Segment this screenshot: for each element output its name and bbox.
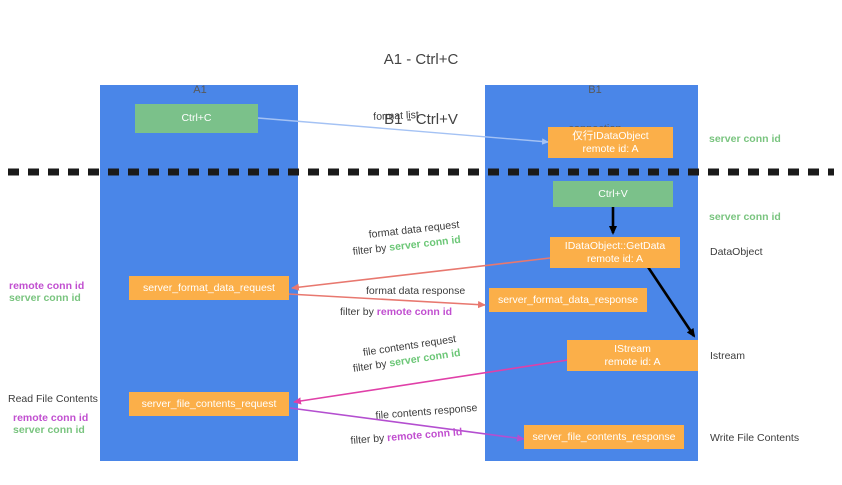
filter-prefix: filter by: [352, 241, 391, 258]
note-server-conn-id-lower: server conn id: [13, 424, 85, 436]
note-remote-conn-id-lower: remote conn id: [13, 412, 89, 424]
note-remote-conn-id-upper: remote conn id: [9, 280, 85, 292]
edge-label-format-data-response-text: format data response: [366, 285, 466, 297]
column-a1-name: A1: [193, 84, 207, 96]
filter-key-remote-conn-id: remote conn id: [386, 426, 463, 445]
box-server-format-data-response[interactable]: server_format_data_response: [489, 288, 647, 312]
box-server-file-contents-response[interactable]: server_file_contents_response: [524, 425, 684, 449]
note-read-file-contents: Read File Contents: [8, 393, 98, 405]
filter-prefix: filter by: [350, 432, 388, 447]
edge-label-file-contents-response-text: file contents response: [375, 401, 478, 422]
box-istream[interactable]: IStream remote id: A: [567, 340, 698, 371]
edge-label-format-list: format list: [373, 109, 420, 123]
box-server-format-data-request[interactable]: server_format_data_request: [129, 276, 289, 300]
box-server-file-contents-request[interactable]: server_file_contents_request: [129, 392, 289, 416]
note-dataobject: DataObject: [710, 246, 763, 258]
note-istream: Istream: [710, 350, 746, 362]
note-server-conn-id-upper: server conn id: [9, 292, 81, 304]
filter-prefix: filter by: [340, 306, 377, 318]
box-ctrl-c[interactable]: Ctrl+C: [135, 104, 258, 133]
filter-prefix: filter by: [352, 357, 391, 375]
title-line-1: A1 - Ctrl+C: [383, 51, 459, 68]
edge-label-format-data-response: format data response: [366, 284, 465, 298]
filter-key-remote-conn-id: remote conn id: [376, 306, 453, 318]
box-ctrl-v[interactable]: Ctrl+V: [553, 181, 673, 207]
note-write-file-contents: Write File Contents: [710, 432, 800, 444]
box-idataobject[interactable]: 仅行IDataObject remote id: A: [548, 127, 673, 158]
edge-label-file-contents-response-filter: filter by remote conn id: [350, 425, 463, 448]
note-server-conn-id-top: server conn id: [709, 133, 781, 145]
box-idataobject-getdata[interactable]: IDataObject::GetData remote id: A: [550, 237, 680, 268]
edge-label-format-data-response-filter: filter by remote conn id: [340, 305, 452, 319]
note-server-conn-id-mid: server conn id: [709, 211, 781, 223]
edge-label-file-contents-response: file contents response: [375, 401, 478, 423]
column-b1-name: B1: [588, 84, 602, 96]
